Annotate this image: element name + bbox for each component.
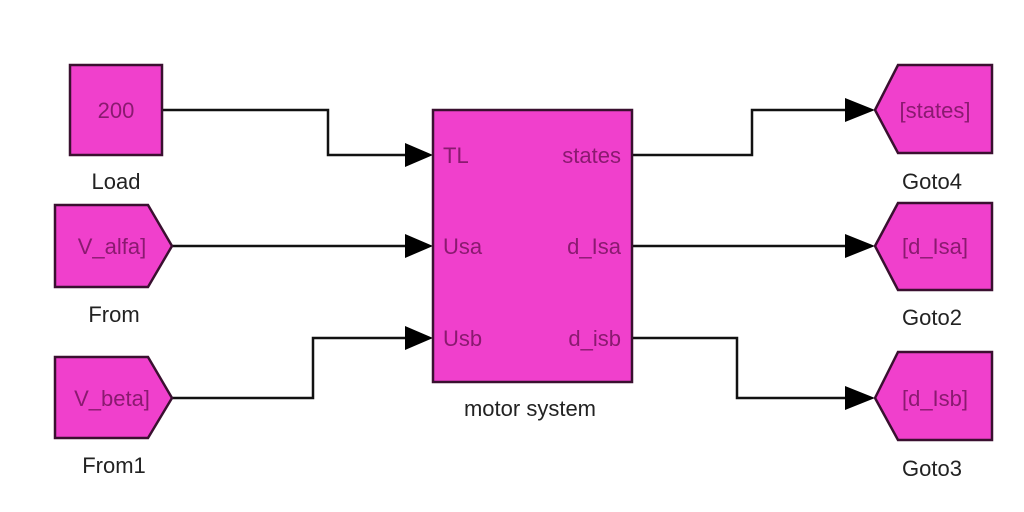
arrow-head-icon — [845, 98, 875, 122]
goto4-label: Goto4 — [902, 169, 962, 194]
load-block[interactable]: 200 — [68, 63, 164, 157]
load-label: Load — [92, 169, 141, 194]
motor-system-block[interactable]: TL Usa Usb states d_Isa d_isb — [431, 108, 634, 384]
wire-states-to-goto4[interactable] — [632, 108, 850, 157]
wire-load-to-tl[interactable] — [162, 108, 410, 157]
arrow-head-icon — [405, 143, 433, 167]
input-port-usa: Usa — [443, 234, 483, 259]
arrow-head-icon — [405, 234, 433, 258]
input-port-tl: TL — [443, 143, 469, 168]
goto3-block[interactable]: [d_Isb] — [873, 350, 994, 442]
goto3-label: Goto3 — [902, 456, 962, 481]
motor-system-label: motor system — [464, 396, 596, 421]
from1-block[interactable]: V_beta] — [53, 355, 174, 440]
from-label: From — [88, 302, 139, 327]
arrow-head-icon — [845, 234, 875, 258]
arrow-head-icon — [845, 386, 875, 410]
signal-lines — [162, 98, 875, 410]
goto2-label: Goto2 — [902, 305, 962, 330]
output-port-d-isb: d_isb — [568, 326, 621, 351]
from1-label: From1 — [82, 453, 146, 478]
output-port-d-isa: d_Isa — [567, 234, 622, 259]
arrow-head-icon — [405, 326, 433, 350]
load-value: 200 — [98, 98, 135, 123]
goto2-tag: [d_Isa] — [902, 234, 968, 259]
from1-tag: V_beta] — [74, 386, 150, 411]
from-block[interactable]: V_alfa] — [53, 203, 174, 289]
output-port-states: states — [562, 143, 621, 168]
goto2-block[interactable]: [d_Isa] — [873, 201, 994, 292]
input-port-usb: Usb — [443, 326, 482, 351]
wire-disb-to-goto3[interactable] — [632, 336, 850, 400]
goto4-tag: [states] — [900, 98, 971, 123]
goto3-tag: [d_Isb] — [902, 386, 968, 411]
wire-from1-to-usb[interactable] — [172, 336, 410, 400]
from-tag: V_alfa] — [78, 234, 147, 259]
goto4-block[interactable]: [states] — [873, 63, 994, 155]
